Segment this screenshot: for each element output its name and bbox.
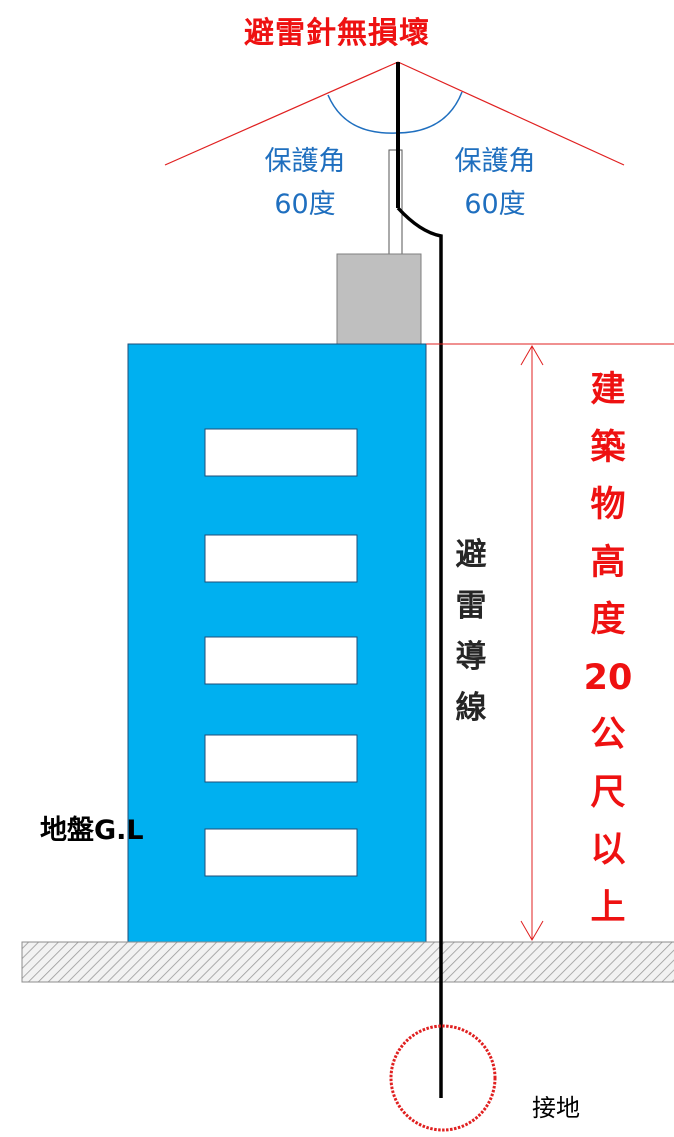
earthing-circle — [389, 1024, 497, 1132]
down-conductor — [396, 206, 443, 1098]
building-window — [204, 636, 358, 685]
earthing-label: 接地 — [532, 1094, 580, 1122]
protection-angle-right-line1: 保護角 — [454, 146, 536, 177]
dimension-arrow-bottom — [520, 920, 544, 941]
protection-angle-left-label: 保護角 60度 — [245, 140, 365, 226]
building-window — [204, 534, 358, 583]
protection-cone-left-line — [164, 61, 399, 166]
building-window — [204, 734, 358, 783]
protection-angle-right-label: 保護角 60度 — [435, 140, 555, 226]
protection-angle-left-line1: 保護角 — [264, 146, 346, 177]
dimension-arrow-top — [520, 345, 544, 366]
building-window — [204, 428, 358, 477]
lightning-rod-mast — [388, 149, 403, 255]
building-window — [204, 828, 358, 877]
down-conductor-label: 避雷導線 — [455, 537, 487, 726]
protection-angle-arc — [327, 91, 463, 134]
rooftop-structure — [336, 253, 422, 345]
protection-cone-right-line — [397, 61, 625, 166]
ground-strip — [21, 941, 674, 983]
protection-angle-left-line2: 60度 — [274, 189, 336, 220]
ground-level-label: 地盤G.L — [40, 815, 144, 846]
building-height-label: 建築物高度20公尺以上 — [583, 370, 633, 928]
title: 避雷針無損壞 — [244, 16, 430, 51]
protection-angle-right-line2: 60度 — [464, 189, 526, 220]
